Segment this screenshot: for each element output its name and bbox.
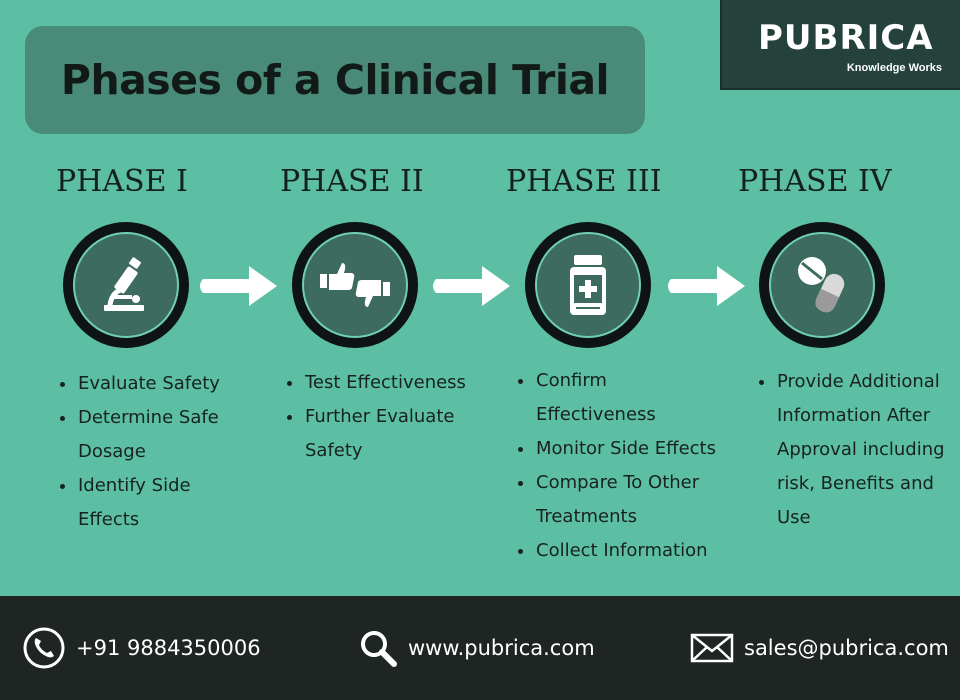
list-item: Provide Additional Information After App…: [755, 365, 955, 535]
title-banner: Phases of a Clinical Trial: [25, 26, 645, 134]
email-contact: sales@pubrica.com: [690, 596, 949, 700]
logo-brand: PUBRICA: [758, 18, 934, 58]
list-item: Compare To Other Treatments: [514, 466, 729, 534]
arrow-phase-1-to-2: [200, 266, 277, 306]
list-item: Collect Information: [514, 534, 729, 568]
phone-contact: +91 9884350006: [22, 596, 261, 700]
arrow-phase-2-to-3: [433, 266, 510, 306]
phase-4-title: PHASE IV: [738, 164, 892, 199]
list-item: Identify Side Effects: [56, 469, 246, 537]
phase-3-circle: [525, 222, 651, 348]
pills-icon: [798, 257, 845, 313]
thumbs-up-down-icon: [320, 263, 390, 307]
medicine-bottle-icon: [570, 255, 606, 315]
phase-4-circle: [759, 222, 885, 348]
phone-icon: [23, 627, 65, 669]
list-item: Evaluate Safety: [56, 367, 246, 401]
phase-2-title: PHASE II: [280, 164, 424, 199]
search-icon: [361, 631, 397, 667]
list-item: Further Evaluate Safety: [283, 400, 473, 468]
page-title: Phases of a Clinical Trial: [60, 56, 610, 104]
phase-1-circle: [63, 222, 189, 348]
list-item: Monitor Side Effects: [514, 432, 729, 466]
phase-1-bullets: Evaluate Safety Determine Safe Dosage Id…: [56, 367, 246, 537]
logo-tagline: Knowledge Works: [846, 62, 942, 74]
phone-number: +91 9884350006: [76, 636, 261, 660]
pubrica-logo: PUBRICA Knowledge Works: [720, 0, 960, 90]
phase-3-bullets: Confirm Effectiveness Monitor Side Effec…: [514, 364, 729, 568]
phase-1-title: PHASE I: [56, 164, 188, 199]
envelope-icon: [690, 633, 734, 663]
phase-2-circle: [292, 222, 418, 348]
list-item: Test Effectiveness: [283, 366, 473, 400]
phase-4-bullets: Provide Additional Information After App…: [755, 365, 955, 535]
arrow-phase-3-to-4: [668, 266, 745, 306]
phase-3-title: PHASE III: [506, 164, 662, 199]
list-item: Determine Safe Dosage: [56, 401, 246, 469]
email-address[interactable]: sales@pubrica.com: [744, 636, 949, 660]
phase-2-bullets: Test Effectiveness Further Evaluate Safe…: [283, 366, 473, 468]
website-contact: www.pubrica.com: [358, 596, 595, 700]
website-link[interactable]: www.pubrica.com: [408, 636, 595, 660]
contact-footer: +91 9884350006 www.pubrica.com sales@pub…: [0, 596, 960, 700]
list-item: Confirm Effectiveness: [514, 364, 729, 432]
microscope-icon: [104, 257, 144, 311]
